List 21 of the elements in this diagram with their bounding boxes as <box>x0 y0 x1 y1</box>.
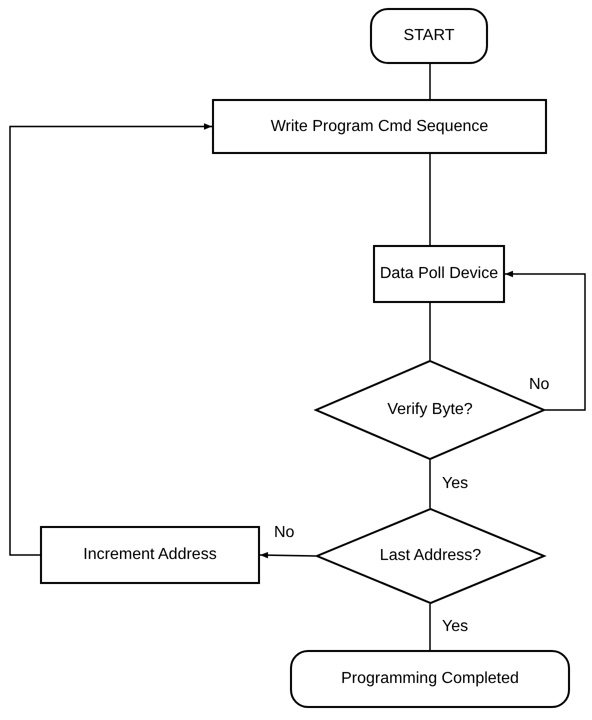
node-label: Increment Address <box>83 546 217 564</box>
connector-line <box>429 460 431 508</box>
process-box <box>373 245 505 303</box>
node-label: Programming Completed <box>341 670 519 688</box>
connector-line <box>429 604 431 650</box>
node-label: Verify Byte? <box>387 401 473 419</box>
arrow <box>505 270 586 411</box>
process-box <box>212 99 547 154</box>
node-label: Data Poll Device <box>380 265 498 283</box>
decision-diamond <box>316 508 545 604</box>
arrow <box>9 123 212 556</box>
terminal-box <box>370 8 488 64</box>
arrow <box>260 552 316 558</box>
node-label: Last Address? <box>380 547 482 565</box>
connector-line <box>429 303 431 360</box>
node-label: Write Program Cmd Sequence <box>270 118 488 136</box>
connector-line <box>429 64 431 99</box>
node-label: START <box>404 27 454 45</box>
connector-line <box>429 154 431 245</box>
process-box <box>40 526 260 584</box>
terminal-box <box>290 650 570 708</box>
